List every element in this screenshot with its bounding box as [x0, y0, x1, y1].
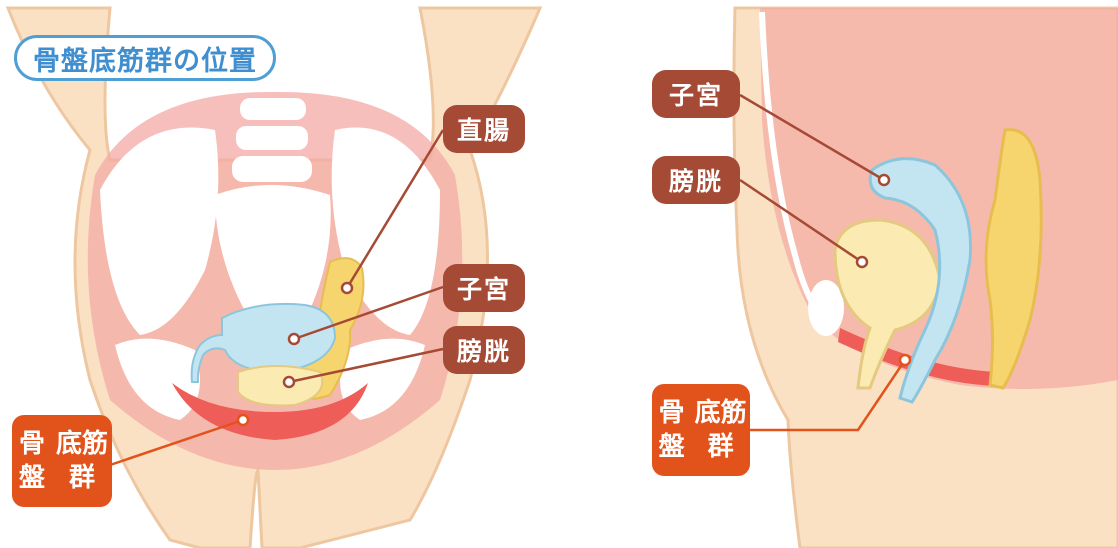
uterus-marker	[289, 334, 299, 344]
side-pelvic-floor-label: 骨盤 底筋群	[652, 384, 750, 476]
pelvic-floor-label-line2: 底筋群	[52, 427, 112, 495]
side-uterus-marker	[879, 175, 889, 185]
side-bladder-marker	[857, 257, 867, 267]
side-view	[734, 8, 1118, 548]
side-pelvic-floor-label-line1: 骨盤	[652, 396, 691, 464]
side-bladder-label: 膀胱	[652, 156, 740, 204]
vertebra	[240, 98, 306, 120]
vertebra	[236, 126, 308, 150]
pelvic-floor-label: 骨盤 底筋群	[12, 415, 112, 507]
rectum-label: 直腸	[443, 105, 525, 153]
side-muscle-marker	[900, 355, 910, 365]
bladder-marker	[284, 377, 294, 387]
vertebra	[232, 156, 312, 182]
uterus-label: 子宮	[443, 264, 525, 312]
bladder-label: 膀胱	[443, 326, 525, 374]
diagram-title: 骨盤底筋群の位置	[14, 35, 276, 81]
side-uterus-label: 子宮	[652, 70, 740, 118]
rectum-marker	[342, 283, 352, 293]
pelvic-floor-label-line1: 骨盤	[12, 427, 52, 495]
side-pubic-bone	[808, 280, 844, 336]
side-pelvic-floor-label-line2: 底筋群	[691, 396, 750, 464]
bladder-organ	[238, 366, 322, 405]
front-muscle-marker	[238, 415, 248, 425]
